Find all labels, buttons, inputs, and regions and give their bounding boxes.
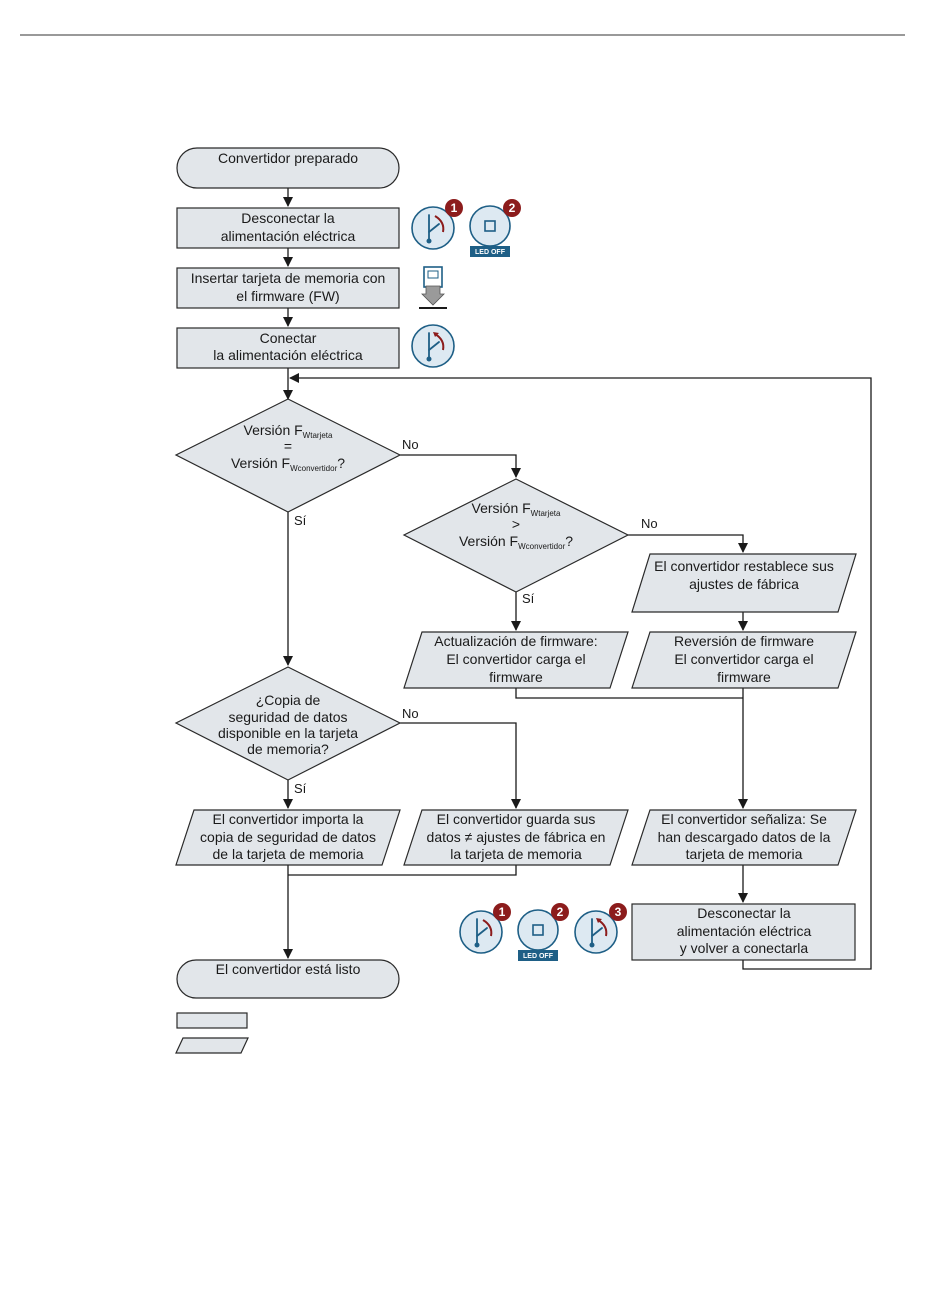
node-save-data: El convertidor guarda sus datos ≠ ajuste…: [403, 809, 629, 866]
svg-text:2: 2: [509, 201, 516, 215]
svg-text:Actualización de firmware:: Actualización de firmware:: [434, 633, 597, 649]
edge-label-no-2: No: [641, 516, 658, 531]
svg-text:3: 3: [615, 905, 622, 919]
svg-text:Desconectar la: Desconectar la: [697, 905, 791, 921]
node-decision-version-equal: Versión FWtarjeta = Versión FWconvertido…: [174, 398, 402, 513]
svg-text:alimentación eléctrica: alimentación eléctrica: [221, 228, 356, 244]
svg-text:>: >: [512, 516, 520, 532]
badge-2-bottom: 2: [551, 903, 569, 921]
node-end: El convertidor está listo: [176, 959, 400, 999]
svg-text:El convertidor carga el: El convertidor carga el: [674, 651, 813, 667]
edge-label-no-3: No: [402, 706, 419, 721]
badge-3-bottom: 3: [609, 903, 627, 921]
svg-text:la alimentación eléctrica: la alimentación eléctrica: [213, 347, 363, 363]
svg-text:y volver a conectarla: y volver a conectarla: [680, 940, 809, 956]
switch-off-icon-bottom: [459, 910, 503, 954]
svg-text:ajustes de fábrica: ajustes de fábrica: [689, 576, 799, 592]
svg-text:El convertidor guarda sus: El convertidor guarda sus: [437, 811, 596, 827]
svg-text:Convertidor preparado: Convertidor preparado: [218, 150, 358, 166]
svg-text:firmware: firmware: [489, 669, 543, 685]
node-firmware-revert: Reversión de firmware El convertidor car…: [631, 631, 857, 689]
svg-text:seguridad de datos: seguridad de datos: [228, 709, 347, 725]
node-power-off: Desconectar la alimentación eléctrica: [176, 207, 400, 249]
svg-text:firmware: firmware: [717, 669, 771, 685]
badge-2: 2: [503, 199, 521, 217]
svg-text:Versión FWtarjeta: Versión FWtarjeta: [472, 500, 561, 518]
badge-1-bottom: 1: [493, 903, 511, 921]
svg-text:datos ≠ ajustes de fábrica en: datos ≠ ajustes de fábrica en: [427, 829, 606, 845]
edge-label-yes-1: Sí: [294, 513, 307, 528]
legend-process-shape: [176, 1012, 248, 1029]
svg-text:Versión FWconvertidor?: Versión FWconvertidor?: [459, 533, 573, 551]
svg-text:de memoria?: de memoria?: [247, 741, 329, 757]
svg-text:de la tarjeta de memoria: de la tarjeta de memoria: [213, 846, 364, 862]
node-factory-reset: El convertidor restablece sus ajustes de…: [631, 553, 857, 613]
legend-io-shape: [175, 1037, 249, 1054]
node-insert-card: Insertar tarjeta de memoria con el firmw…: [176, 267, 400, 309]
svg-text:tarjeta de memoria: tarjeta de memoria: [686, 846, 803, 862]
edge-label-no-1: No: [402, 437, 419, 452]
switch-on-icon: [411, 324, 455, 368]
svg-text:El convertidor restablece sus: El convertidor restablece sus: [654, 558, 834, 574]
svg-text:LED OFF: LED OFF: [475, 249, 506, 256]
svg-text:¿Copia de: ¿Copia de: [256, 692, 321, 708]
led-off-icon: LED OFF: [469, 205, 511, 257]
svg-text:=: =: [284, 438, 292, 454]
node-signal-downloaded: El convertidor señaliza: Se han descarga…: [631, 809, 857, 866]
node-start: Convertidor preparado: [176, 147, 400, 189]
node-power-on: Conectar la alimentación eléctrica: [176, 327, 400, 369]
edge-label-yes-2: Sí: [522, 591, 535, 606]
svg-text:Desconectar la: Desconectar la: [241, 210, 335, 226]
svg-text:El convertidor está listo: El convertidor está listo: [216, 961, 361, 977]
svg-text:El convertidor señaliza: Se: El convertidor señaliza: Se: [661, 811, 827, 827]
svg-text:disponible en la tarjeta: disponible en la tarjeta: [218, 725, 358, 741]
node-import-backup: El convertidor importa la copia de segur…: [175, 809, 401, 866]
svg-text:alimentación eléctrica: alimentación eléctrica: [677, 923, 812, 939]
svg-text:han descargado datos de la: han descargado datos de la: [658, 829, 831, 845]
badge-1: 1: [445, 199, 463, 217]
svg-text:Conectar: Conectar: [260, 330, 317, 346]
svg-text:2: 2: [557, 905, 564, 919]
node-firmware-update: Actualización de firmware: El convertido…: [403, 631, 629, 689]
switch-off-icon: [411, 206, 455, 250]
svg-text:1: 1: [451, 201, 458, 215]
svg-text:El convertidor carga el: El convertidor carga el: [446, 651, 585, 667]
edge-label-yes-3: Sí: [294, 781, 307, 796]
svg-text:copia de seguridad de datos: copia de seguridad de datos: [200, 829, 376, 845]
svg-text:el firmware (FW): el firmware (FW): [236, 288, 339, 304]
memory-card-insert-icon: [419, 266, 447, 309]
svg-text:LED OFF: LED OFF: [523, 953, 554, 960]
svg-text:Versión FWtarjeta: Versión FWtarjeta: [244, 422, 333, 440]
node-power-cycle: Desconectar la alimentación eléctrica y …: [631, 903, 856, 961]
svg-text:Reversión de firmware: Reversión de firmware: [674, 633, 814, 649]
led-off-icon-bottom: LED OFF: [517, 909, 559, 961]
node-decision-version-greater: Versión FWtarjeta > Versión FWconvertido…: [402, 478, 630, 593]
svg-text:1: 1: [499, 905, 506, 919]
svg-text:El convertidor importa la: El convertidor importa la: [213, 811, 364, 827]
svg-text:la tarjeta de memoria: la tarjeta de memoria: [450, 846, 582, 862]
svg-text:Insertar tarjeta de memoria co: Insertar tarjeta de memoria con: [191, 270, 386, 286]
switch-on-icon-bottom: [574, 910, 618, 954]
connectors: [283, 188, 872, 970]
node-decision-backup-available: ¿Copia de seguridad de datos disponible …: [174, 666, 402, 781]
svg-text:Versión FWconvertidor?: Versión FWconvertidor?: [231, 455, 345, 473]
